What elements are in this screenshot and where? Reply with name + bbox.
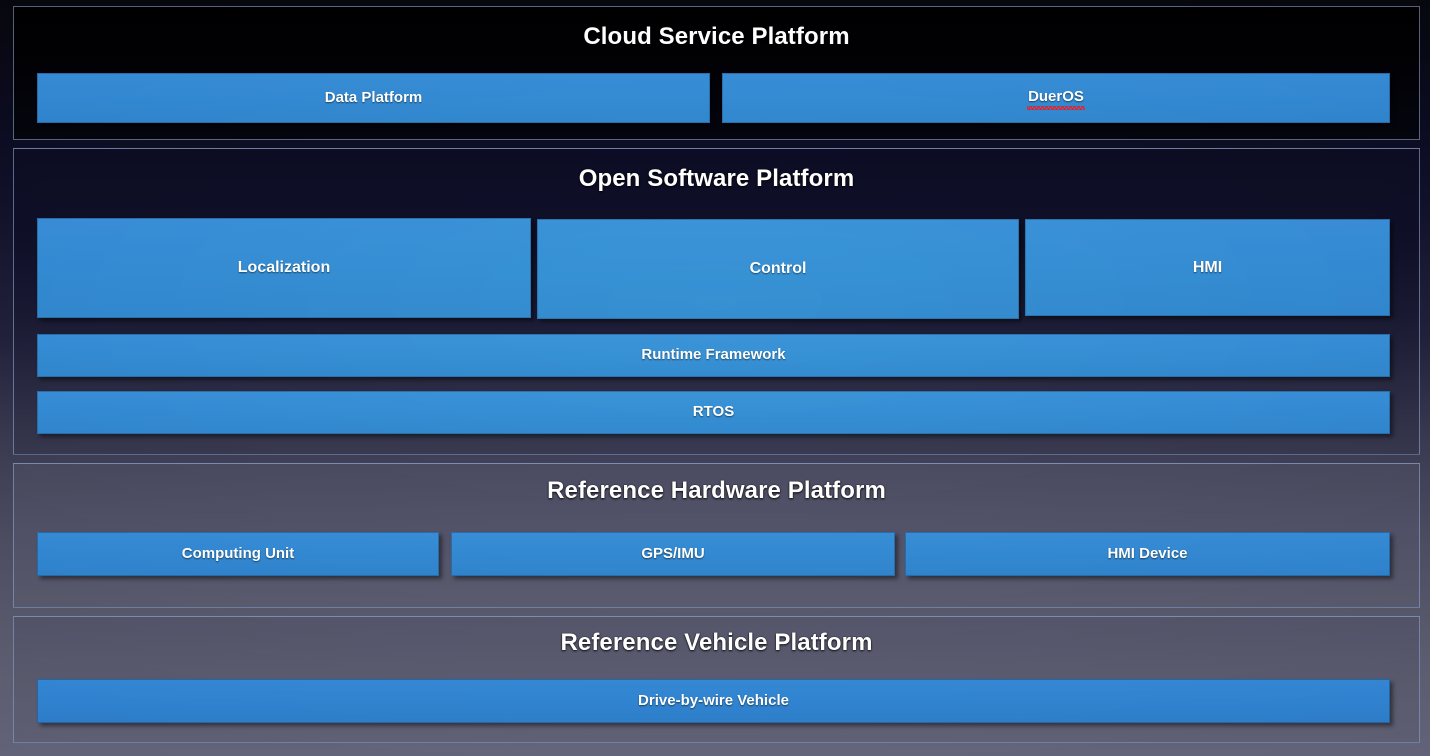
block-label-localization: Localization [237,259,331,277]
block-rtos[interactable]: RTOS [37,391,1390,434]
block-hmi-device[interactable]: HMI Device [905,532,1390,576]
panel-reference-vehicle-platform: Reference Vehicle Platform Drive-by-wire… [13,616,1420,743]
block-label-drive-by-wire-vehicle: Drive-by-wire Vehicle [638,691,789,709]
block-label-data-platform: Data Platform [324,88,423,106]
block-drive-by-wire-vehicle[interactable]: Drive-by-wire Vehicle [37,679,1390,723]
panel-title-reference-vehicle-platform: Reference Vehicle Platform [560,629,873,656]
block-label-hmi: HMI [1192,258,1223,276]
block-label-hmi-device: HMI Device [1107,544,1188,562]
panel-cloud-service-platform: Cloud Service Platform Data Platform Due… [13,6,1420,140]
block-runtime-framework[interactable]: Runtime Framework [37,334,1390,377]
block-label-gps-imu: GPS/IMU [641,544,705,562]
panel-title-reference-hardware-platform: Reference Hardware Platform [547,477,886,504]
block-label-rtos: RTOS [692,403,735,421]
block-label-dueros: DuerOS [1027,88,1085,110]
block-control[interactable]: Control [537,219,1019,319]
block-hmi[interactable]: HMI [1025,219,1390,316]
block-label-runtime-framework: Runtime Framework [641,346,786,364]
panel-title-cloud-service-platform: Cloud Service Platform [583,23,850,50]
panel-reference-hardware-platform: Reference Hardware Platform Computing Un… [13,463,1420,608]
panel-open-software-platform: Open Software Platform Localization Cont… [13,148,1420,455]
block-dueros[interactable]: DuerOS [722,73,1390,123]
panel-title-open-software-platform: Open Software Platform [578,165,855,192]
block-data-platform[interactable]: Data Platform [37,73,710,123]
block-label-computing-unit: Computing Unit [181,544,295,562]
block-localization[interactable]: Localization [37,218,531,318]
block-label-control: Control [749,260,807,278]
block-gps-imu[interactable]: GPS/IMU [451,532,895,576]
block-computing-unit[interactable]: Computing Unit [37,532,439,576]
